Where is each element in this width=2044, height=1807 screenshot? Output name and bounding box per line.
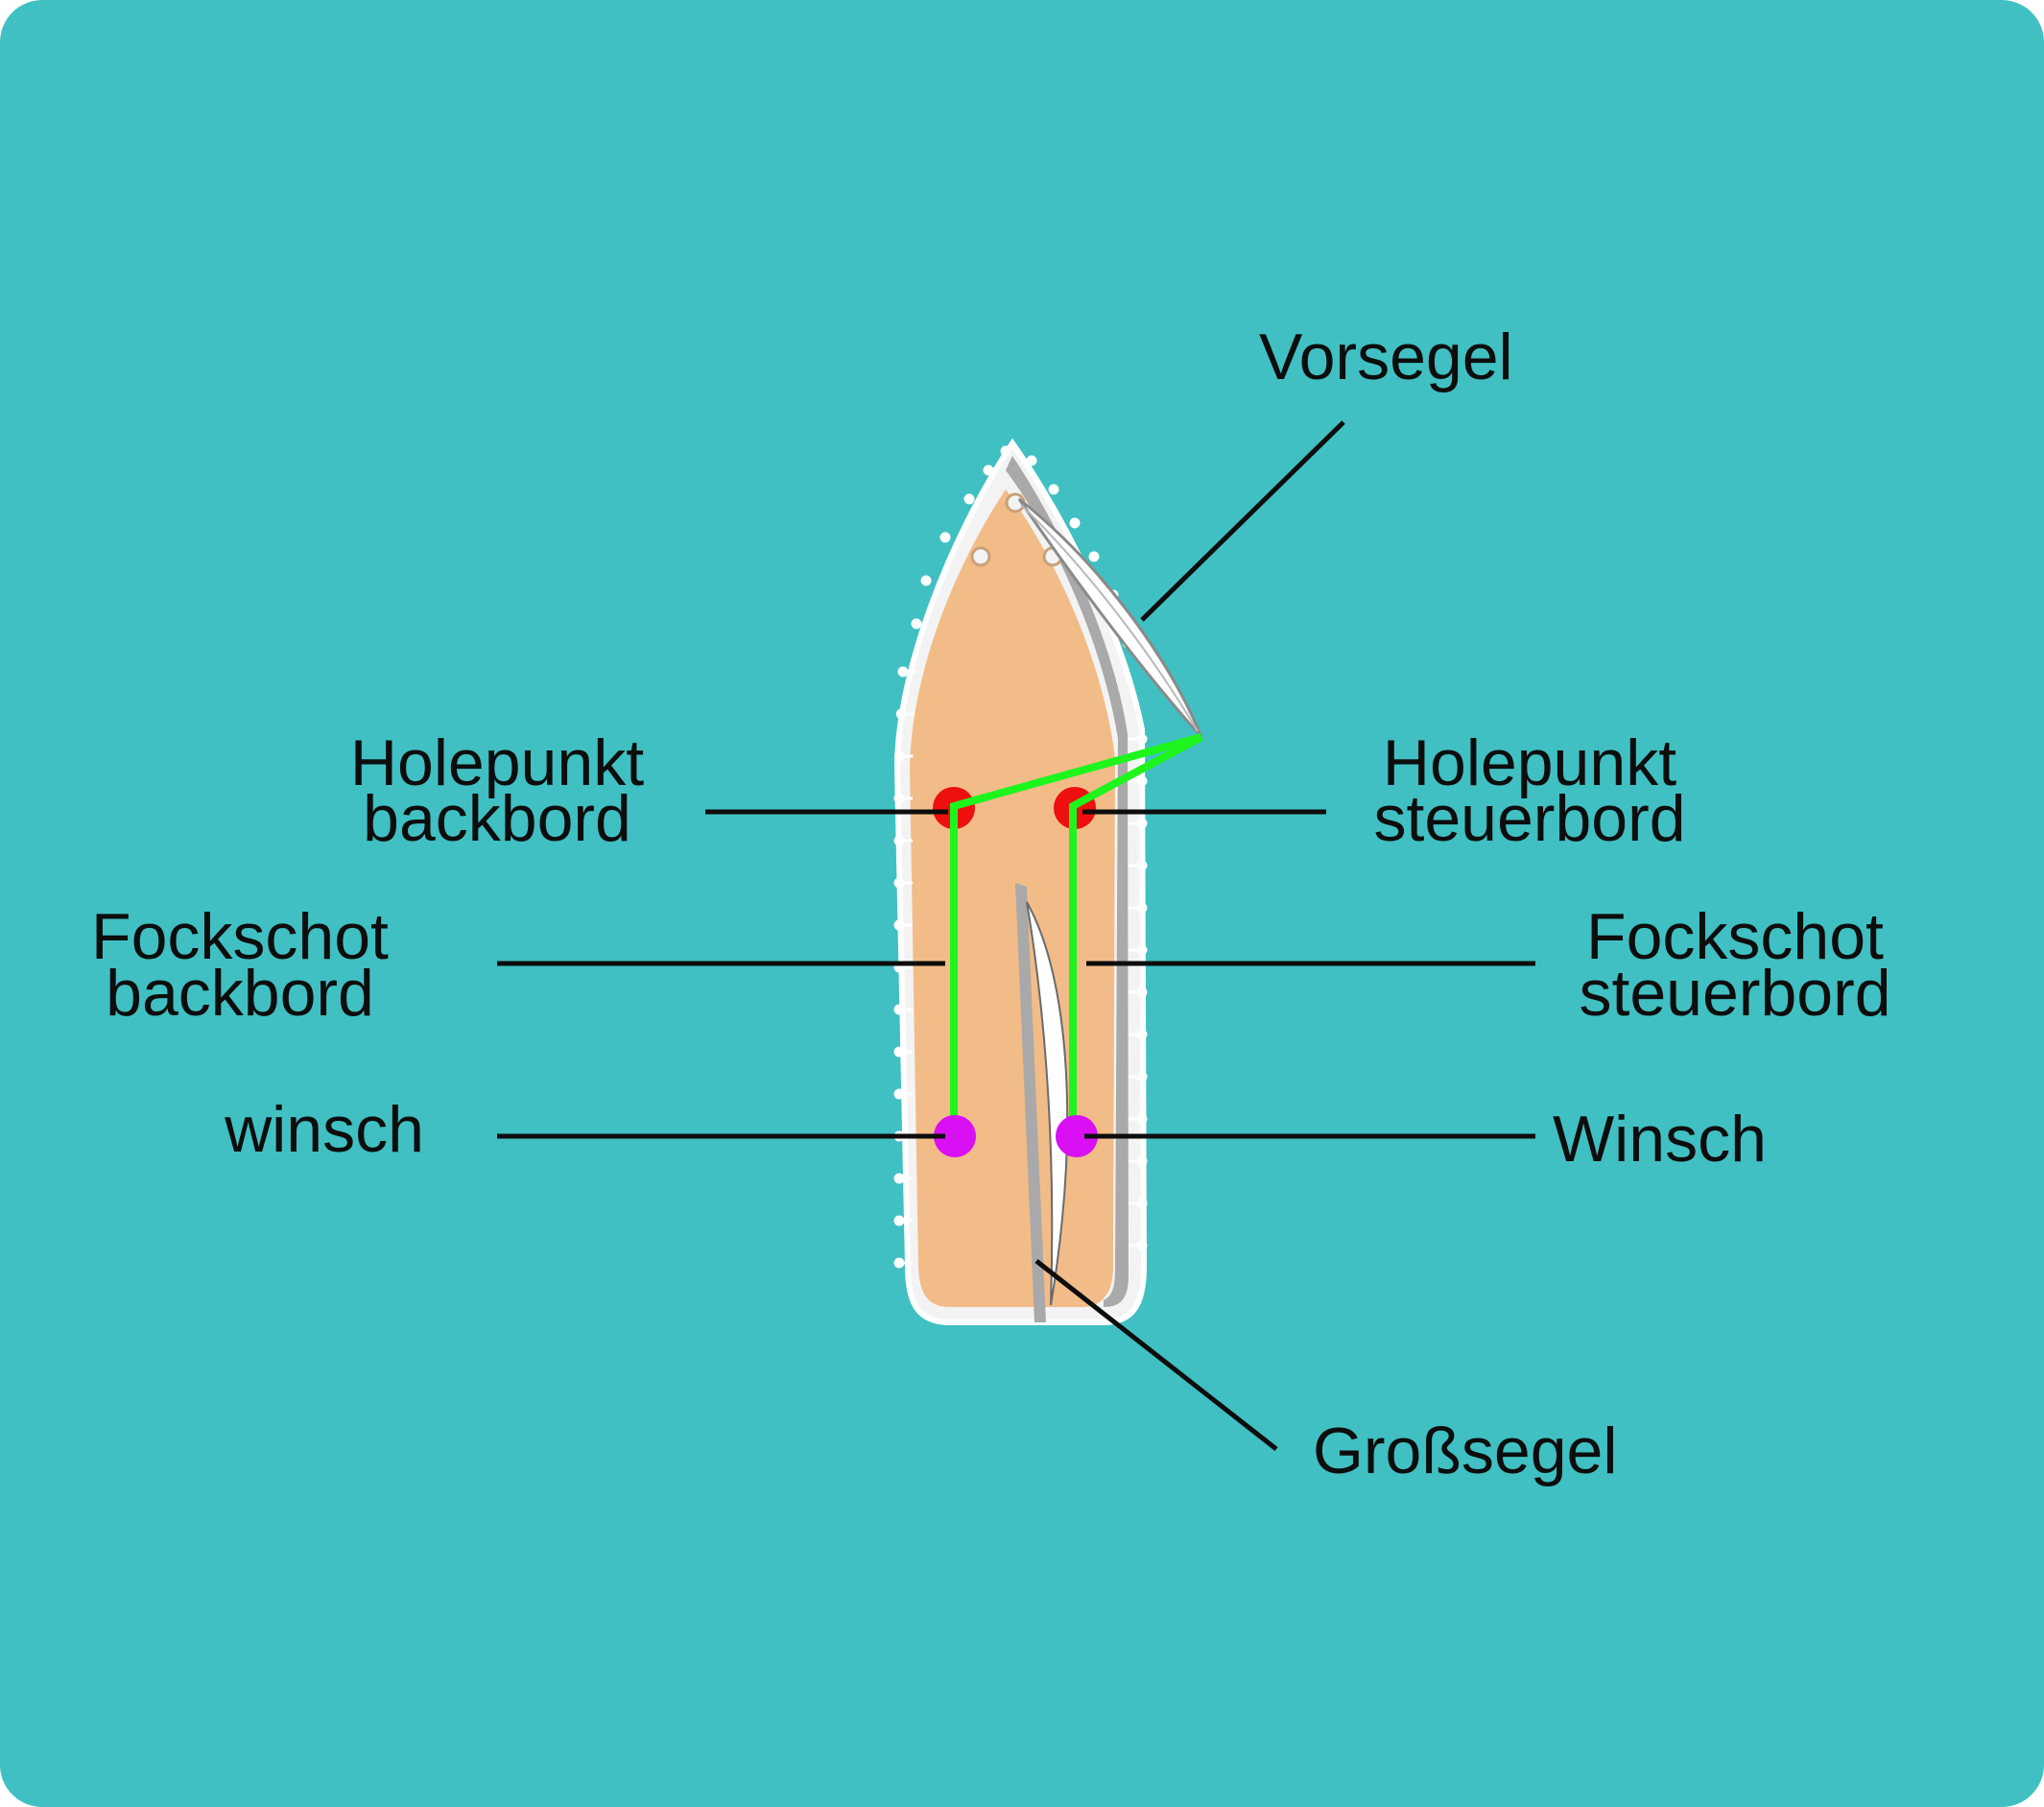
label-winch-port: winsch <box>224 1093 424 1166</box>
rail-stanchion <box>1136 944 1148 956</box>
label-winch-starboard: Winsch <box>1553 1103 1767 1176</box>
rail-stanchion <box>1136 1198 1148 1209</box>
label-lead-port-2: backbord <box>363 782 631 855</box>
rail-stanchion <box>893 919 905 931</box>
sheet-overlay <box>950 791 1096 835</box>
rail-stanchion <box>911 618 922 630</box>
main-sail-icon <box>1015 883 1069 1322</box>
rail-stanchion <box>893 750 905 762</box>
rail-stanchion <box>983 464 994 476</box>
main-sail <box>1026 901 1069 1306</box>
label-sheet-starboard-1: Fockschot <box>1586 900 1884 973</box>
rail-stanchion <box>1048 484 1059 495</box>
label-lead-starboard-2: steuerbord <box>1373 782 1685 855</box>
rail-stanchion <box>1136 1240 1148 1251</box>
rail-stanchion <box>1136 902 1148 914</box>
rail-stanchion <box>893 1257 905 1269</box>
rail-stanchion <box>895 708 907 720</box>
rail-stanchion <box>1069 517 1081 529</box>
label-sheet-port-1: Fockschot <box>91 900 389 973</box>
rail-stanchion <box>893 1173 905 1184</box>
rail-stanchion <box>963 493 975 505</box>
rail-stanchion <box>920 575 932 586</box>
label-sheet-starboard-2: steuerbord <box>1579 957 1890 1030</box>
rail-stanchion <box>1136 775 1148 787</box>
rail-stanchions <box>893 445 1148 1269</box>
leader-lines <box>497 420 1535 1451</box>
rail-stanchion <box>893 1046 905 1058</box>
winch-dot-starboard-icon <box>1056 1115 1098 1157</box>
rail-stanchion <box>1136 733 1148 745</box>
label-jib: Vorsegel <box>1259 321 1513 393</box>
rail-stanchion <box>1088 551 1100 562</box>
rail-stanchion <box>1136 1029 1148 1040</box>
rail-stanchion <box>1136 1113 1148 1125</box>
rail-stanchion <box>939 532 951 543</box>
rail-stanchion <box>893 793 905 804</box>
hull-shadow <box>1006 456 1129 1307</box>
boom <box>1015 883 1046 1322</box>
rail-stanchion <box>893 1088 905 1100</box>
rail-stanchion <box>1136 987 1148 998</box>
rail-stanchion <box>1000 445 1011 457</box>
rail-stanchion <box>893 1215 905 1226</box>
rail-stanchion <box>1136 860 1148 871</box>
bow-fitting <box>970 546 991 567</box>
leader-jib <box>1140 420 1345 622</box>
rail-stanchion <box>893 835 905 846</box>
jib-sail-seam <box>1020 504 1199 732</box>
rail-stanchion <box>1136 1071 1148 1082</box>
leader-mainsail <box>1034 1259 1278 1451</box>
rail-stanchion <box>893 1004 905 1015</box>
label-sheet-port-2: backbord <box>106 957 374 1030</box>
winch-dot-port-icon <box>934 1115 976 1157</box>
rail-stanchion <box>1136 818 1148 829</box>
label-mainsail: Großsegel <box>1313 1415 1617 1487</box>
label-lead-starboard-1: Holepunkt <box>1383 726 1676 799</box>
rail-stanchion <box>1026 455 1037 466</box>
label-lead-port-1: Holepunkt <box>350 726 644 799</box>
rail-stanchion <box>1136 1155 1148 1167</box>
rail-stanchion <box>893 877 905 889</box>
rail-stanchion <box>897 666 909 678</box>
boat-hull-icon <box>893 438 1148 1325</box>
